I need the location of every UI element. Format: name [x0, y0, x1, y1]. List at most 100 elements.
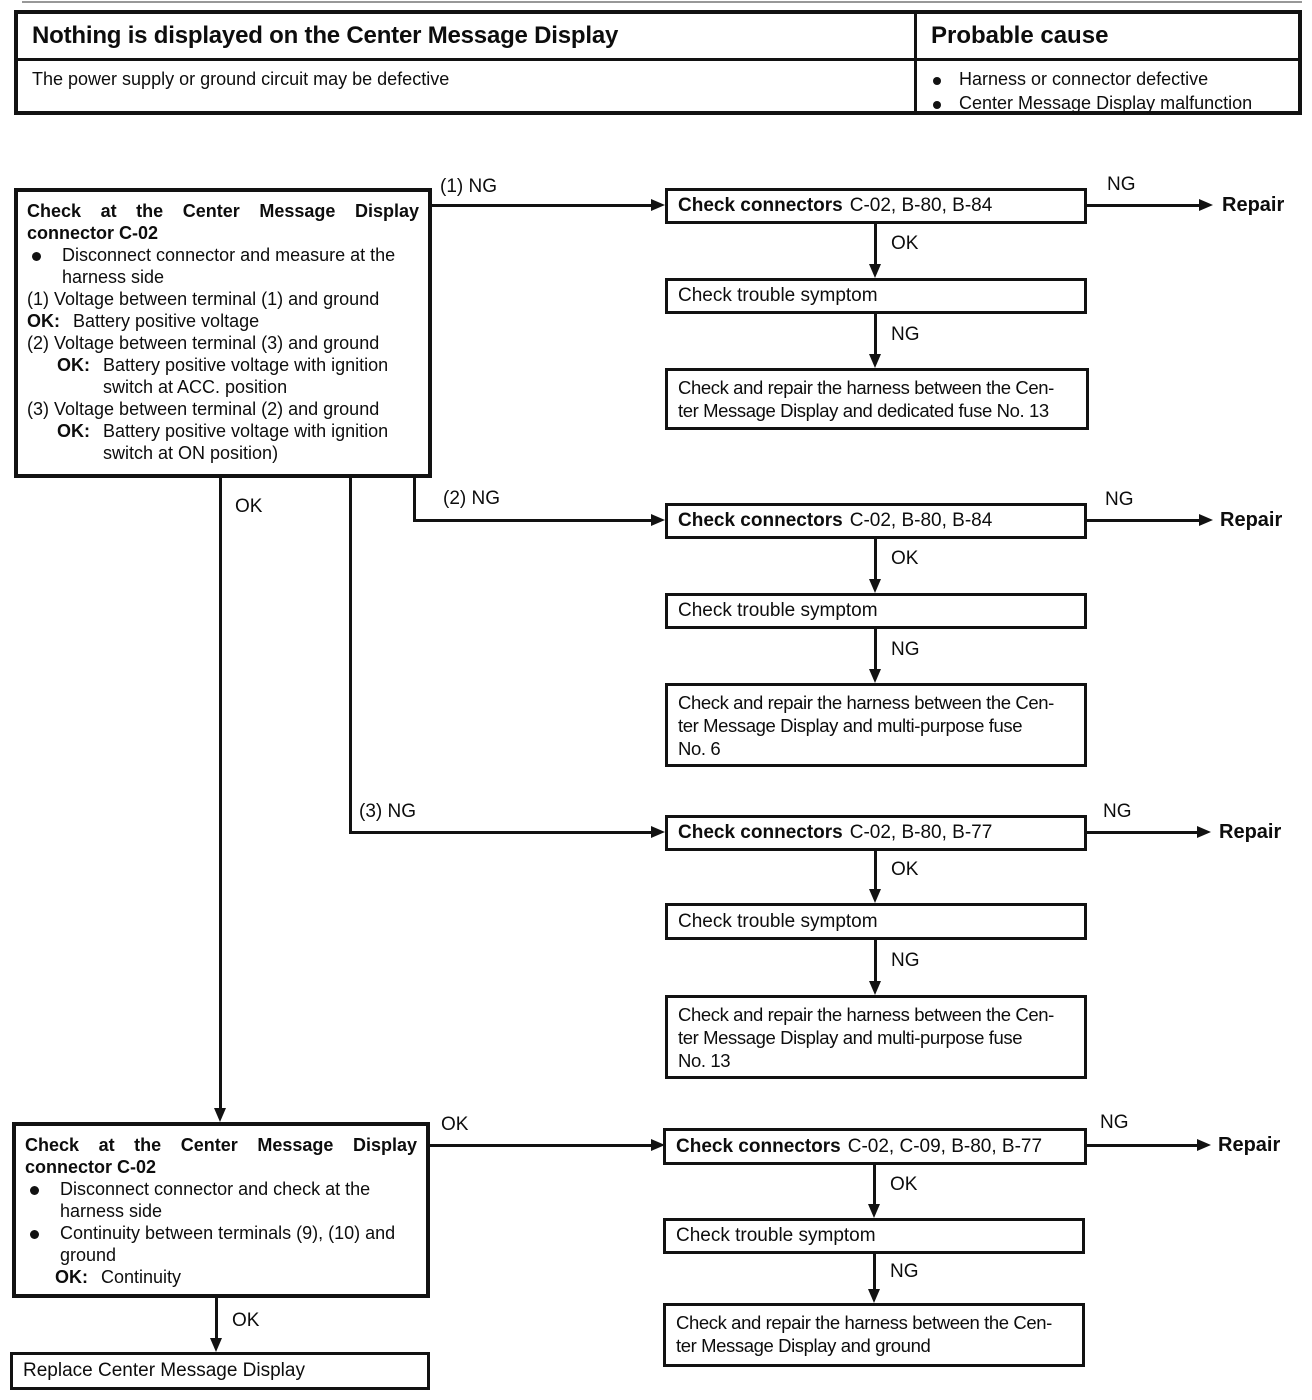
- check-continuity-box: Check at the Center Message Display conn…: [12, 1122, 430, 1298]
- branch2-ng-label2: NG: [891, 639, 920, 660]
- arrowhead-down-icon: [869, 354, 881, 368]
- branch2-repair-label: Repair: [1220, 509, 1283, 531]
- branch1-check-symptom-box: Check trouble symptom: [665, 278, 1087, 314]
- arrowhead-down-icon: [869, 981, 881, 995]
- branch2-ng-out-label: NG: [1105, 489, 1134, 510]
- check-voltage-box: Check at the Center Message Display conn…: [14, 188, 432, 478]
- header-vertical-divider: [914, 14, 917, 111]
- check-continuity-bullet: Continuity between terminals (9), (10) a…: [25, 1222, 417, 1266]
- continuity-ok-row: OK: Continuity: [55, 1266, 417, 1288]
- probable-cause-list: Harness or connector defective Center Me…: [931, 67, 1252, 115]
- branch3-ng-label2: NG: [891, 950, 920, 971]
- branch4-line: [430, 1144, 653, 1147]
- branch4-ng-line: [873, 1254, 876, 1290]
- repair-line: No. 6: [678, 738, 721, 759]
- branch1-ok-line: [874, 224, 877, 265]
- arrowhead-right-icon: [1199, 514, 1213, 526]
- main-ok-label: OK: [235, 496, 263, 517]
- symptom-header-table: Nothing is displayed on the Center Messa…: [14, 10, 1302, 115]
- check-continuity-bullet-text: Continuity between terminals (9), (10) a…: [60, 1223, 396, 1265]
- branch1-line: [432, 204, 653, 207]
- branch1-ng-line: [874, 314, 877, 354]
- branch4-repair-line: [1087, 1144, 1197, 1147]
- branch4-ok-label2: OK: [890, 1174, 918, 1195]
- connector-codes: C-02, C-09, B-80, B-77: [847, 1135, 1043, 1157]
- check-voltage-title: Check at the Center Message Display conn…: [27, 201, 419, 243]
- branch3-repair-harness-box: Check and repair the harness between the…: [665, 995, 1087, 1079]
- symptom-description: The power supply or ground circuit may b…: [32, 69, 450, 89]
- arrowhead-down-icon: [869, 889, 881, 903]
- arrowhead-down-icon: [869, 579, 881, 593]
- branch2-ng-line: [874, 629, 877, 669]
- branch3-drop-line: [349, 478, 352, 834]
- repair-line: Check and repair the harness between the…: [678, 377, 1054, 398]
- arrowhead-down-icon: [869, 669, 881, 683]
- branch4-check-symptom-box: Check trouble symptom: [663, 1218, 1085, 1254]
- arrowhead-right-icon: [651, 199, 665, 211]
- symptom-title: Nothing is displayed on the Center Messa…: [32, 22, 619, 49]
- check-voltage-bullet: Disconnect connector and measure at the …: [27, 244, 419, 288]
- repair-line: ter Message Display and ground: [676, 1335, 931, 1356]
- voltage-item-2-ok: OK: Battery positive voltage with igniti…: [57, 354, 419, 398]
- branch3-ng-label: (3) NG: [359, 801, 416, 822]
- ok-prefix: OK:: [27, 311, 60, 331]
- probable-cause-title: Probable cause: [931, 22, 1109, 49]
- check-symptom-text: Check trouble symptom: [678, 910, 878, 932]
- repair-line: ter Message Display and multi-purpose fu…: [678, 715, 1023, 736]
- arrowhead-down-icon: [210, 1338, 222, 1352]
- arrowhead-right-icon: [651, 826, 665, 838]
- branch2-repair-harness-box: Check and repair the harness between the…: [665, 683, 1087, 767]
- arrowhead-right-icon: [1197, 1139, 1211, 1151]
- branch2-check-symptom-box: Check trouble symptom: [665, 593, 1087, 629]
- branch4-ng-label2: NG: [890, 1261, 919, 1282]
- replace-ok-label: OK: [232, 1310, 260, 1331]
- branch2-ng-label: (2) NG: [443, 488, 500, 509]
- probable-cause-text: Center Message Display malfunction: [959, 93, 1253, 113]
- branch1-check-connectors-box: Check connectors C-02, B-80, B-84: [665, 188, 1087, 224]
- bullet-icon: [30, 1230, 39, 1239]
- branch2-check-connectors-box: Check connectors C-02, B-80, B-84: [665, 503, 1087, 539]
- probable-cause-item: Harness or connector defective: [931, 67, 1252, 91]
- ok-prefix: OK:: [57, 355, 90, 375]
- check-continuity-bullet: Disconnect connector and check at the ha…: [25, 1178, 417, 1222]
- bullet-icon: [32, 252, 41, 261]
- voltage-item-1-ok: OK: Battery positive voltage: [27, 310, 419, 332]
- branch1-ng-label2: NG: [891, 324, 920, 345]
- arrowhead-right-icon: [1199, 199, 1213, 211]
- branch2-drop-line: [413, 478, 416, 521]
- branch3-repair-label: Repair: [1219, 821, 1282, 843]
- ok-prefix: OK:: [57, 421, 90, 441]
- probable-cause-text: Harness or connector defective: [959, 69, 1209, 89]
- branch2-line: [413, 519, 653, 522]
- repair-line: ter Message Display and dedicated fuse N…: [678, 400, 1049, 421]
- arrowhead-down-icon: [868, 1204, 880, 1218]
- branch4-ok-line: [873, 1165, 876, 1205]
- branch1-repair-label: Repair: [1222, 194, 1285, 216]
- check-continuity-bullet-text: Disconnect connector and check at the ha…: [60, 1179, 371, 1221]
- check-symptom-text: Check trouble symptom: [676, 1225, 876, 1246]
- bullet-icon: [933, 77, 941, 85]
- arrowhead-down-icon: [868, 1289, 880, 1303]
- arrowhead-right-icon: [1197, 826, 1211, 838]
- replace-ok-line: [215, 1298, 218, 1339]
- check-connectors-label: Check connectors: [678, 822, 843, 843]
- voltage-item-1: (1) Voltage between terminal (1) and gro…: [27, 289, 380, 309]
- branch2-repair-line: [1087, 519, 1199, 522]
- main-ok-line: [219, 478, 222, 1110]
- voltage-item-3: (3) Voltage between terminal (2) and gro…: [27, 399, 380, 419]
- connector-codes: C-02, B-80, B-77: [849, 822, 993, 843]
- branch3-ng-line: [874, 940, 877, 982]
- arrowhead-right-icon: [651, 514, 665, 526]
- ok-prefix: OK:: [55, 1267, 88, 1287]
- arrowhead-down-icon: [214, 1108, 226, 1122]
- page-top-rule: [22, 1, 1302, 3]
- branch4-check-connectors-box: Check connectors C-02, C-09, B-80, B-77: [663, 1128, 1087, 1165]
- branch3-line: [349, 831, 653, 834]
- check-connectors-label: Check connectors: [676, 1135, 841, 1157]
- probable-cause-item: Center Message Display malfunction: [931, 91, 1252, 115]
- repair-line: Check and repair the harness between the…: [676, 1312, 1052, 1333]
- branch3-check-connectors-box: Check connectors C-02, B-80, B-77: [665, 815, 1087, 851]
- replace-display-box: Replace Center Message Display: [10, 1352, 430, 1390]
- connector-codes: C-02, B-80, B-84: [849, 510, 993, 531]
